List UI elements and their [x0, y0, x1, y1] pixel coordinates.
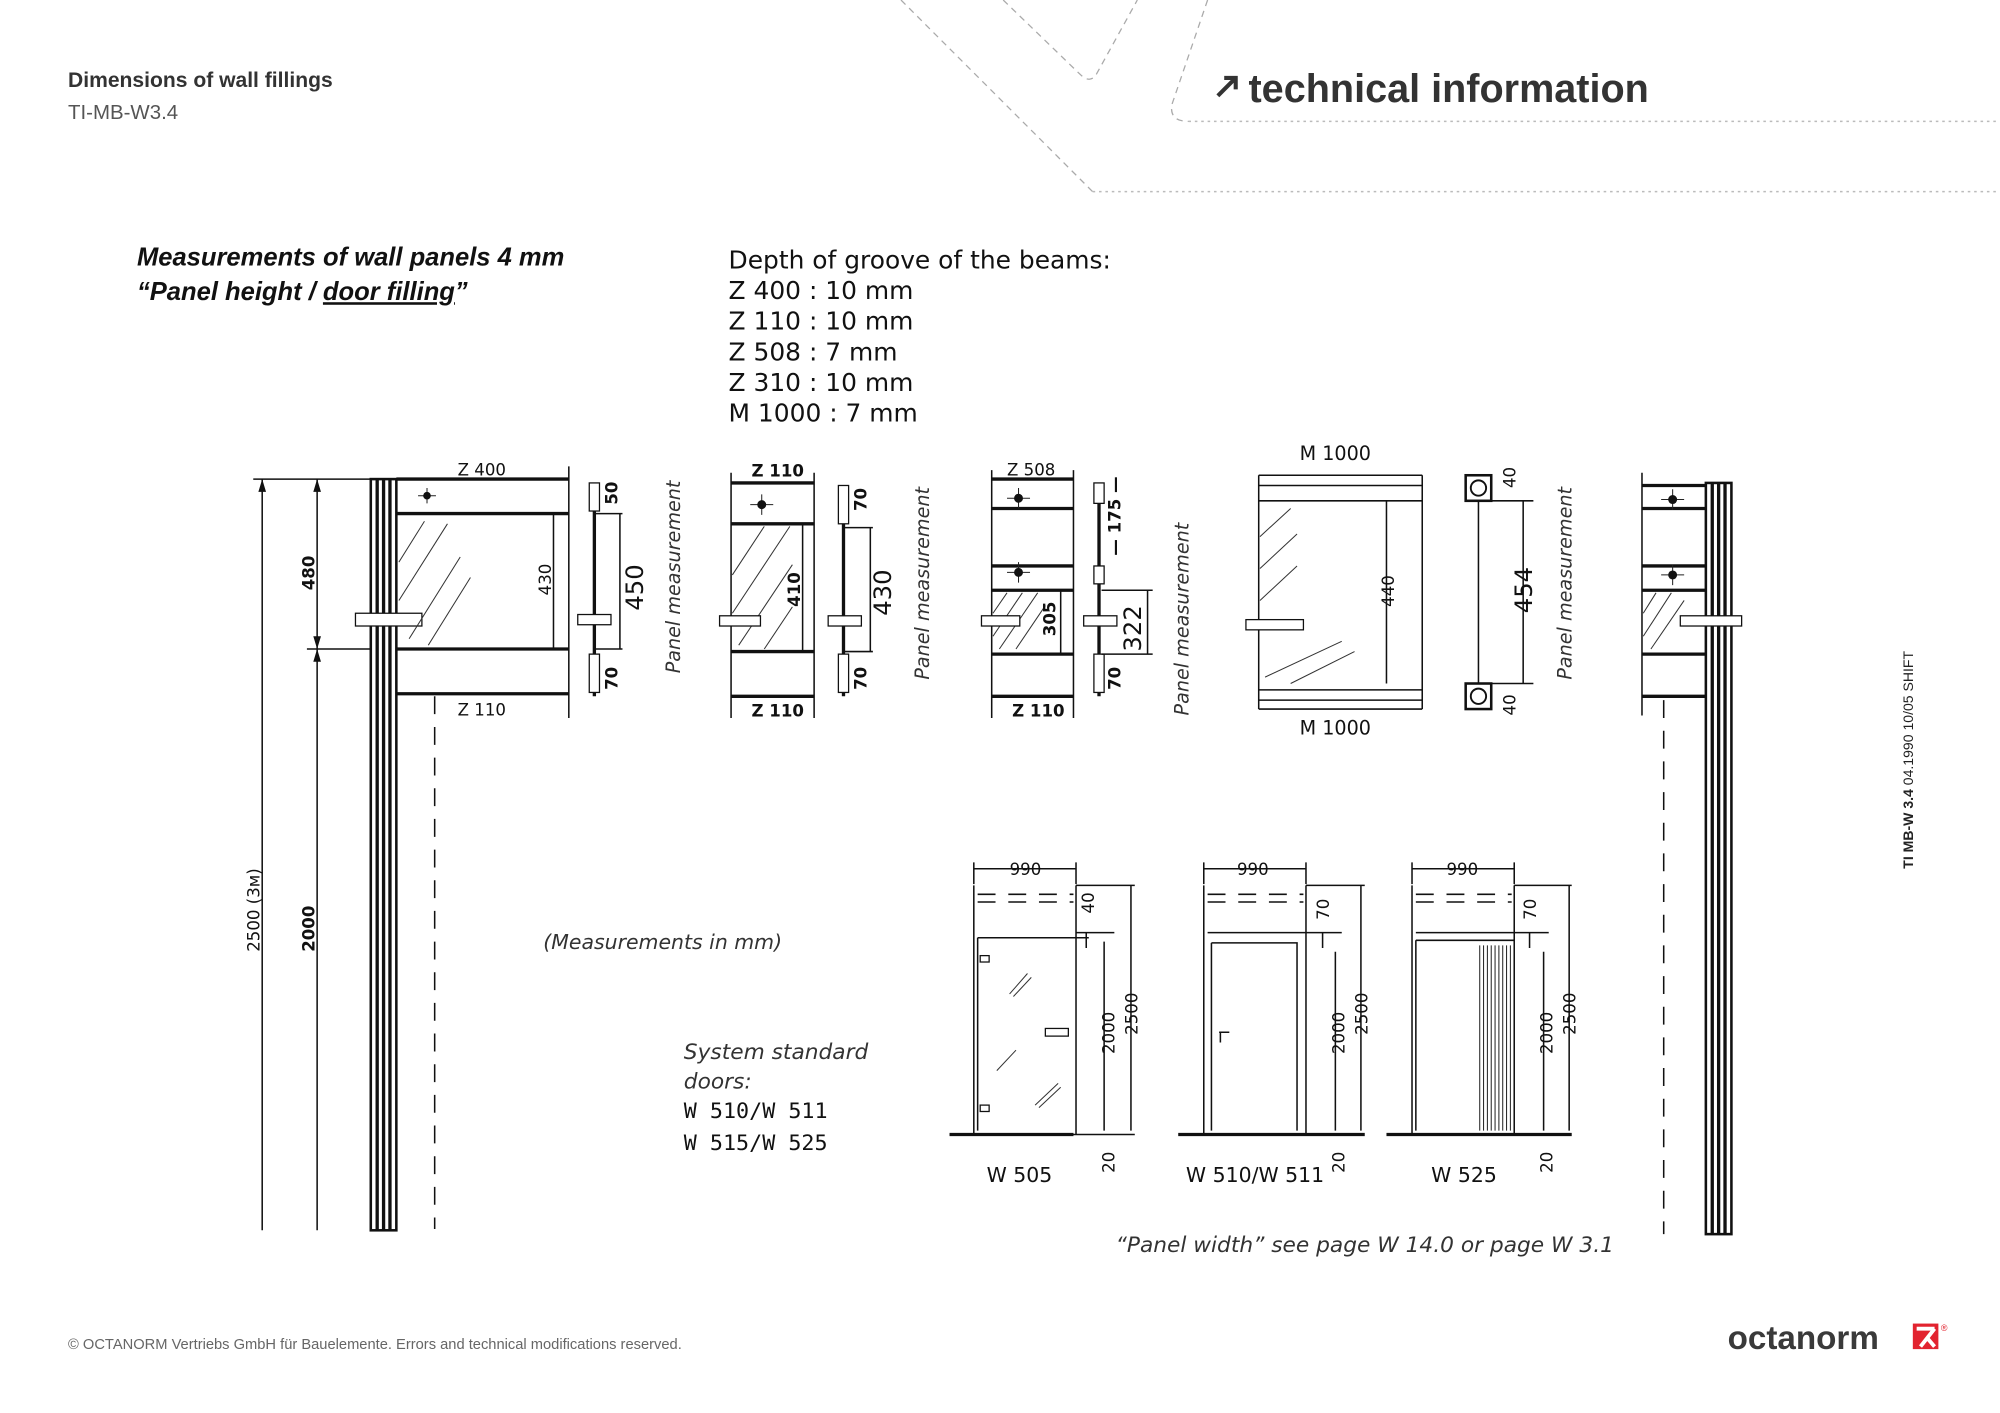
panel-z508-drawing: Z 508 Z 110 305 — 175 — 322 70 Panel mea… — [980, 460, 1193, 721]
z400-top-label: Z 400 — [458, 460, 506, 479]
panel-measurement-label: Panel measurement — [911, 485, 934, 679]
side-reference-note: TI MB-W 3.4 04.1990 10/05 SHIFT — [1900, 651, 1916, 869]
z110-glass-dim: 410 — [785, 572, 804, 607]
z110-bottom-label: Z 110 — [752, 702, 804, 721]
post-lower-dim: 2000 — [300, 906, 319, 952]
post-upper-dim: 480 — [300, 556, 319, 591]
door-top-dim: 70 — [1314, 899, 1333, 920]
logo-registered-mark: ® — [1941, 1323, 1948, 1333]
groove-item: Z 508 : 7 mm — [729, 337, 898, 366]
groove-item: Z 110 : 10 mm — [729, 307, 914, 336]
intro-title-line1: Measurements of wall panels 4 mm — [137, 244, 564, 272]
door-w525-drawing: 990 70 2000 2500 20 W 525 — [1386, 860, 1580, 1187]
z400-bottom-label: Z 110 — [458, 700, 506, 719]
door-floor-dim: 20 — [1538, 1152, 1557, 1173]
section-heading: technical information — [1216, 67, 1649, 111]
m1000-bottom-gap: 40 — [1501, 694, 1520, 715]
door-total-dim: 2500 — [1122, 993, 1141, 1035]
z508-bottom-label: Z 110 — [1012, 702, 1064, 721]
m1000-panel-dim: 454 — [1509, 567, 1538, 613]
panel-width-note: “Panel width” see page W 14.0 or page W … — [1116, 1233, 1614, 1258]
standard-door-item: W 515/W 525 — [684, 1131, 828, 1156]
groove-item: Z 310 : 10 mm — [729, 368, 914, 397]
door-name: W 525 — [1431, 1163, 1497, 1187]
door-width-dim: 990 — [1010, 860, 1042, 879]
door-total-dim: 2500 — [1561, 993, 1580, 1035]
panel-z110-drawing: Z 110 Z 110 410 70 430 70 Panel measurem… — [718, 462, 934, 721]
arrow-up-right-icon — [1216, 75, 1238, 98]
z110-top-label: Z 110 — [752, 462, 804, 481]
door-width-dim: 990 — [1237, 860, 1269, 879]
groove-heading: Depth of groove of the beams: — [729, 245, 1111, 274]
m1000-glass-dim: 440 — [1379, 575, 1398, 607]
door-top-dim: 70 — [1521, 899, 1540, 920]
z110-bottom-gap: 70 — [851, 667, 870, 690]
door-filling-underlined: door filling — [323, 278, 455, 306]
z508-glass-dim: 305 — [1041, 602, 1060, 637]
door-height-dim: 2000 — [1538, 1012, 1557, 1054]
door-floor-dim: 20 — [1099, 1152, 1118, 1173]
door-height-dim: 2000 — [1099, 1012, 1118, 1054]
standard-doors-label: System standard — [684, 1040, 869, 1065]
octanorm-logo: octanorm ® — [1728, 1320, 1948, 1357]
panel-measurement-label: Panel measurement — [662, 479, 685, 673]
groove-item: M 1000 : 7 mm — [729, 399, 918, 428]
door-width-dim: 990 — [1447, 860, 1479, 879]
document-title: Dimensions of wall fillings — [68, 69, 333, 92]
m1000-top-label: M 1000 — [1300, 442, 1371, 465]
z400-bottom-gap: 70 — [602, 667, 621, 690]
standard-doors-label: doors: — [684, 1069, 752, 1094]
door-top-dim: 40 — [1079, 892, 1098, 913]
door-total-dim: 2500 — [1352, 993, 1371, 1035]
panel-m1000-drawing: M 1000 M 1000 440 40 454 40 Panel measur… — [1245, 442, 1577, 740]
door-name: W 510/W 511 — [1186, 1163, 1324, 1187]
z508-top-label: Z 508 — [1007, 460, 1055, 479]
z508-panel-dim: 322 — [1118, 605, 1147, 651]
panel-z400-drawing: Z 400 Z 110 430 50 450 70 Panel measurem… — [396, 460, 685, 1230]
units-note: (Measurements in mm) — [543, 930, 782, 954]
right-post-drawing — [1641, 472, 1743, 1236]
left-post-drawing: 2500 (3м) 480 2000 — [245, 477, 423, 1232]
z400-glass-dim: 430 — [536, 564, 555, 596]
groove-depth-list: Depth of groove of the beams: Z 400 : 10… — [729, 245, 1111, 427]
z508-bottom-gap: 70 — [1106, 667, 1125, 690]
panel-measurement-label: Panel measurement — [1170, 521, 1193, 715]
z400-top-gap: 50 — [602, 482, 621, 505]
m1000-top-gap: 40 — [1501, 467, 1520, 488]
z508-top-gap: — 175 — — [1106, 476, 1125, 555]
copyright-notice: © OCTANORM Vertriebs GmbH für Bauelement… — [68, 1337, 682, 1353]
panel-measurement-label: Panel measurement — [1554, 485, 1577, 679]
door-name: W 505 — [987, 1163, 1053, 1187]
logo-text: octanorm — [1728, 1320, 1879, 1357]
groove-item: Z 400 : 10 mm — [729, 276, 914, 305]
z400-panel-dim: 450 — [620, 564, 649, 610]
post-total-dim: 2500 (3м) — [245, 868, 264, 952]
z110-panel-dim: 430 — [868, 569, 897, 615]
door-w510-drawing: 990 70 2000 2500 20 W 510/W 511 — [1178, 860, 1371, 1187]
z110-top-gap: 70 — [851, 488, 870, 511]
section-label: technical information — [1248, 67, 1648, 111]
door-w505-drawing: 990 40 2000 2500 20 W 505 — [949, 860, 1141, 1187]
document-code: TI-MB-W3.4 — [68, 101, 178, 124]
standard-door-item: W 510/W 511 — [684, 1099, 828, 1124]
door-height-dim: 2000 — [1329, 1012, 1348, 1054]
header-decoration — [900, 0, 2000, 193]
door-floor-dim: 20 — [1329, 1152, 1348, 1173]
m1000-bottom-label: M 1000 — [1300, 717, 1371, 740]
intro-title-line2: “Panel height / door filling” — [137, 278, 468, 306]
